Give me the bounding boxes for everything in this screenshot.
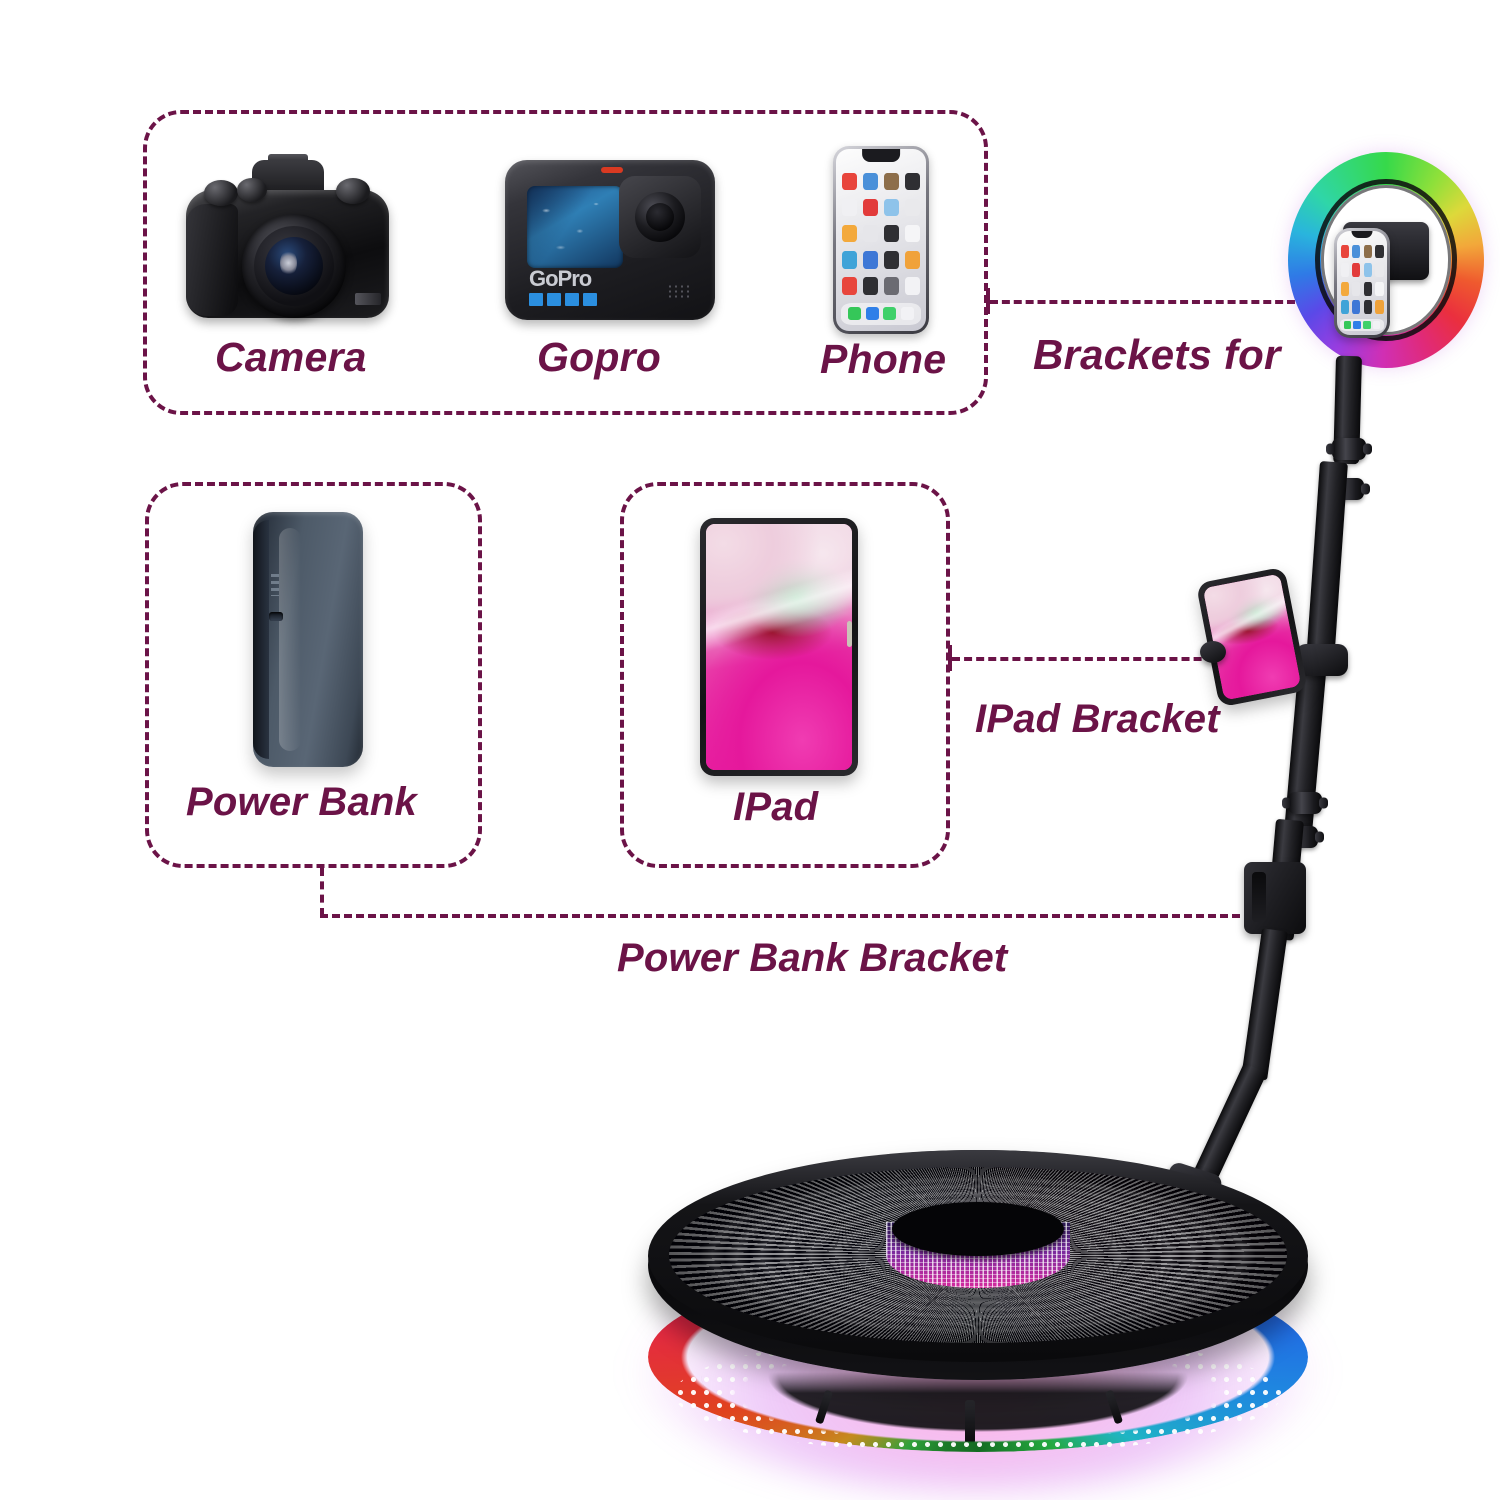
power-bank-connector-drop [320,868,324,916]
360-photo-booth-platform [630,1150,1326,1492]
power-bank-bracket-label: Power Bank Bracket [617,936,1008,980]
power-bank-callout-box [145,482,482,868]
pole-clamp-knob-3 [1288,792,1322,814]
ipad-connector-line [952,657,1262,661]
brackets-for-label: Brackets for [1033,331,1281,378]
power-bank-icon [253,512,363,767]
platform-center-hole [892,1202,1064,1256]
devices-callout-box [143,110,988,415]
ipad-bracket-label: IPad Bracket [975,697,1220,741]
power-bank-label: Power Bank [186,780,417,824]
gopro-label: Gopro [537,334,661,380]
gopro-wordmark: GoPro [529,266,592,291]
tablet-icon [700,518,858,776]
mounted-ipad [1195,566,1309,708]
ring-light-mounted-phone [1334,228,1390,338]
devices-connector-line [990,300,1295,304]
phone-label: Phone [820,336,947,382]
ipad-bracket-mount [1296,644,1348,676]
ipad-label: IPad [733,785,819,829]
pole-clamp-knob-1 [1332,438,1366,460]
power-bank-bracket-slot [1252,872,1266,922]
ipad-bracket-pivot [1200,641,1226,663]
dslr-camera-icon [180,152,395,327]
smartphone-icon [833,146,929,334]
devices-connector-tick [986,288,990,314]
power-bank-connector-line [320,914,1252,918]
gopro-camera-icon: GoPro [505,160,715,320]
pole-segment-upper-mid [1306,461,1348,663]
ipad-connector-tick [948,645,952,671]
ipad-callout-box [620,482,950,868]
camera-label: Camera [215,334,367,380]
support-arm-upper [1241,928,1288,1081]
